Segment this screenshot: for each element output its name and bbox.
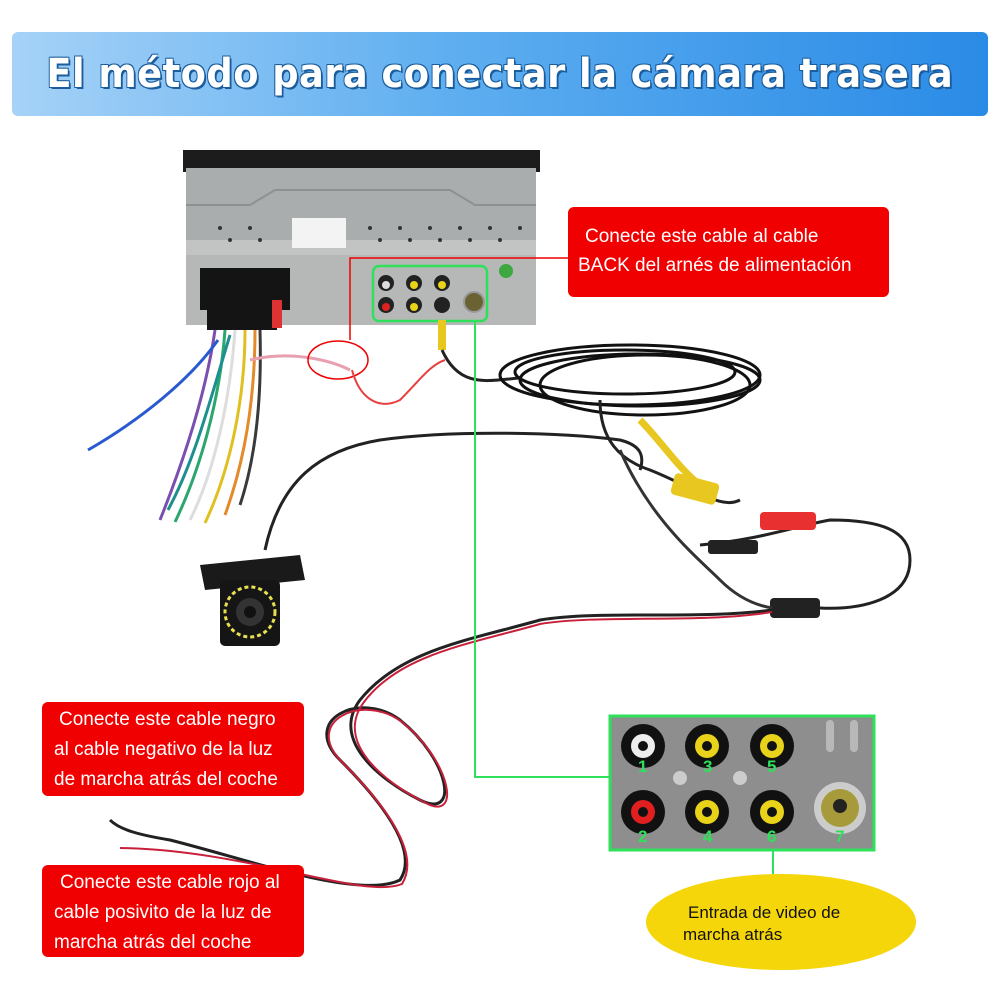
callout-black-cable: Conecte este cable negro al cable negati…	[42, 702, 304, 796]
port-number-1: 1	[638, 757, 648, 776]
callout-line: cable posivito de la luz de	[54, 902, 272, 923]
callout-back-cable: Conecte este cable al cable BACK del arn…	[568, 207, 889, 297]
video-input-label: Entrada de video de marcha atrás	[646, 874, 916, 970]
cable-coil	[498, 343, 762, 417]
callout-red-cable: Conecte este cable rojo al cable posivit…	[42, 865, 304, 957]
callout-line: de marcha atrás del coche	[54, 769, 278, 790]
label-line: marcha atrás	[683, 925, 783, 944]
unit-rca-highlight	[371, 264, 489, 323]
port-number-2: 2	[638, 827, 648, 846]
back-wire-highlight	[307, 340, 369, 380]
rca-ports-closeup	[608, 714, 876, 852]
callout-line: marcha atrás del coche	[54, 932, 252, 953]
callout-line: BACK del arnés de alimentación	[578, 255, 852, 276]
rear-camera	[200, 555, 305, 646]
power-harness-wires	[87, 329, 351, 524]
callout-line: Conecte este cable al cable	[585, 226, 819, 247]
port-number-6: 6	[767, 827, 777, 846]
port-number-5: 5	[767, 757, 777, 776]
callout-line: Conecte este cable rojo al	[60, 872, 280, 893]
page-title: El método para conectar la cámara traser…	[46, 51, 954, 97]
callout-line: al cable negativo de la luz	[54, 739, 273, 760]
car-radio-unit	[183, 150, 540, 330]
label-line: Entrada de video de	[688, 903, 841, 922]
port-number-4: 4	[703, 827, 713, 846]
port-number-7: 7	[835, 827, 845, 846]
title-banner: El método para conectar la cámara traser…	[12, 32, 988, 116]
callout-line: Conecte este cable negro	[59, 709, 276, 730]
port-number-3: 3	[703, 757, 713, 776]
